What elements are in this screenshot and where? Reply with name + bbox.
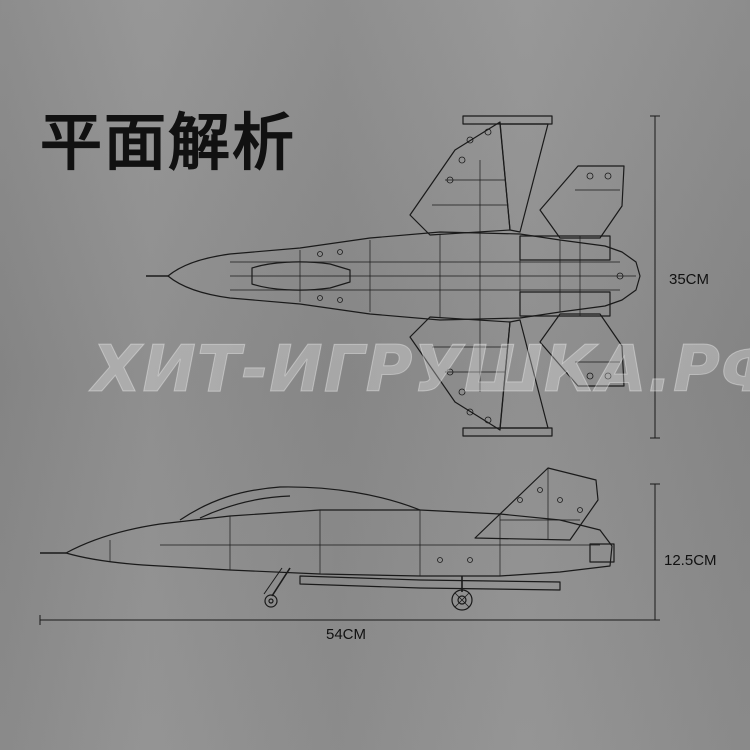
- page-title: 平面解析: [40, 106, 297, 179]
- wingspan-label: 35CM: [669, 271, 710, 288]
- side-view: [40, 467, 615, 611]
- dimension-lines: [39, 115, 660, 625]
- length-label: 54CM: [326, 626, 367, 643]
- height-label: 12.5CM: [664, 552, 717, 569]
- watermark-text: ХИТ-ИГРУШКА.РФ: [91, 333, 750, 407]
- top-view: [146, 115, 641, 437]
